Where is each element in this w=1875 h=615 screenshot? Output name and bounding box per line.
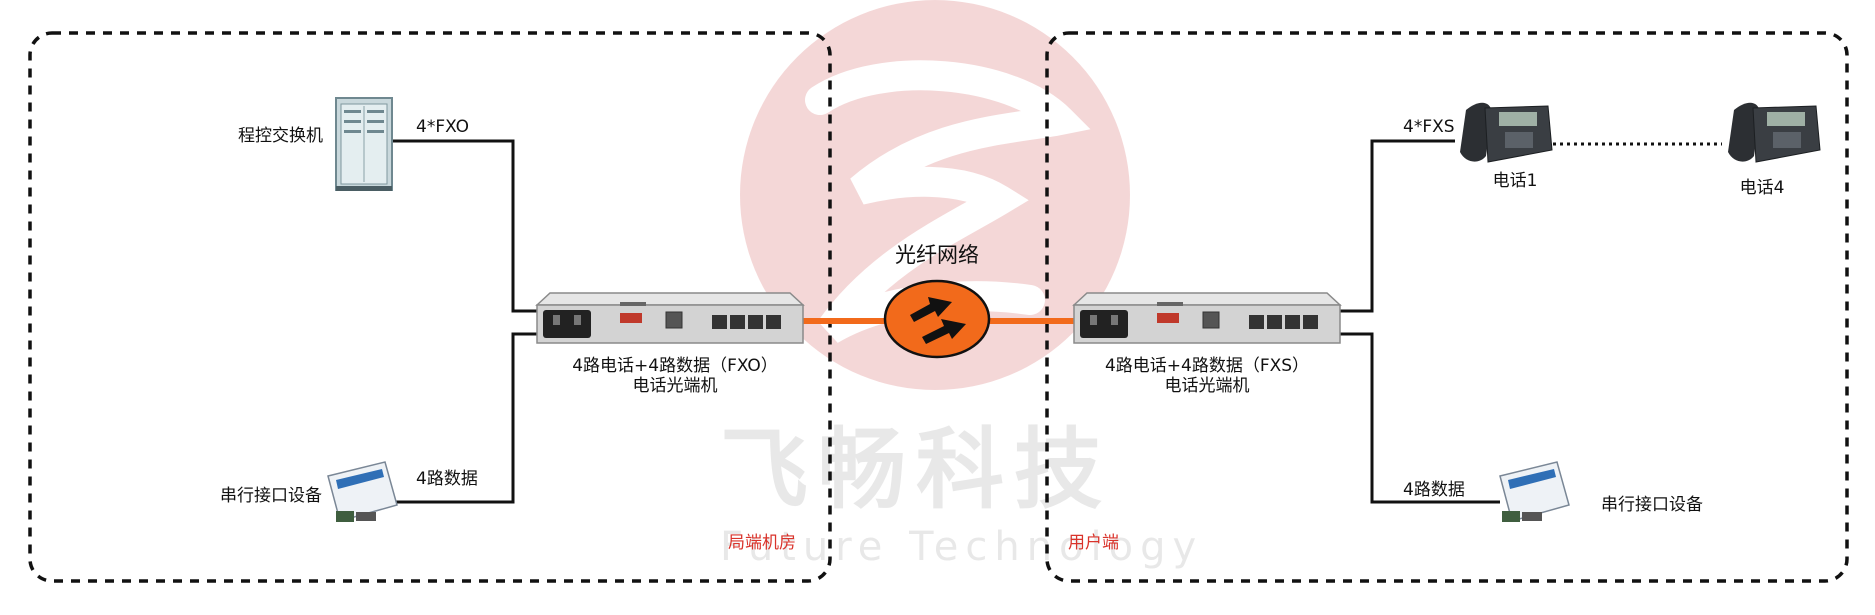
left-device-top — [535, 292, 805, 306]
left-zone-label: 局端机房 — [728, 533, 796, 553]
left-zone-border — [28, 31, 832, 583]
exchange-label: 程控交换机 — [238, 126, 323, 146]
wire-serial-right — [1340, 332, 1500, 504]
left-serial-port-label: 4路数据 — [416, 469, 478, 489]
watermark-en-text: Future Technology — [720, 524, 1203, 570]
phone-4-keypad — [1773, 132, 1801, 148]
right-optical-terminal — [1072, 292, 1342, 344]
cabinet-slot-4 — [367, 110, 384, 113]
left-serial-stripe — [336, 469, 384, 489]
right-fiber-port — [1202, 311, 1220, 329]
left-serial-terminal — [336, 511, 354, 522]
phone-1-handset — [1460, 102, 1492, 162]
right-rj-port-3 — [1285, 315, 1300, 329]
left-dip-switch — [620, 313, 642, 323]
right-zone-label: 用户端 — [1068, 533, 1119, 553]
cabinet-base — [336, 186, 392, 191]
left-led-row — [620, 302, 646, 306]
left-fiber-port — [665, 311, 683, 329]
left-power-socket — [543, 310, 591, 338]
right-serial-db9 — [1522, 512, 1542, 521]
right-socket-pin-2 — [1111, 315, 1118, 325]
right-serial-port-label: 4路数据 — [1403, 480, 1465, 500]
cabinet-slot-6 — [367, 130, 384, 133]
right-serial-terminal — [1502, 511, 1520, 522]
watermark-cn-text: 飞畅科技 — [720, 418, 1112, 521]
phone-4-screen — [1767, 112, 1805, 126]
right-serial-label: 串行接口设备 — [1601, 495, 1703, 515]
phone-1-label: 电话1 — [1493, 171, 1538, 191]
right-device-label-2: 电话光端机 — [1165, 376, 1250, 396]
arrow-icon-2 — [922, 319, 966, 344]
left-serial-device-icon — [327, 461, 398, 522]
exchange-port-label: 4*FXO — [416, 117, 469, 137]
right-rj-port-4 — [1303, 315, 1318, 329]
left-rj-port-2 — [730, 315, 745, 329]
right-device-label-1: 4路电话+4路数据（FXS） — [1105, 356, 1309, 376]
left-device-label-1: 4路电话+4路数据（FXO） — [572, 356, 778, 376]
right-dip-switch — [1157, 313, 1179, 323]
left-socket-pin-1 — [553, 315, 560, 325]
right-led-row — [1157, 302, 1183, 306]
wire-exchange — [393, 139, 537, 313]
right-rj-port-2 — [1267, 315, 1282, 329]
wire-phones — [1340, 139, 1455, 313]
phone-1-screen — [1499, 112, 1537, 126]
left-serial-db9 — [356, 512, 376, 521]
left-rj-port-3 — [748, 315, 763, 329]
right-serial-device-icon — [1499, 461, 1570, 522]
fiber-network-ellipse — [883, 279, 991, 359]
phone-4-handset — [1728, 102, 1760, 162]
exchange-cabinet-icon — [335, 97, 393, 191]
fiber-network-icon — [883, 279, 991, 359]
wire-serial-left — [393, 332, 537, 504]
fiber-network-label: 光纤网络 — [895, 243, 979, 267]
right-socket-pin-1 — [1090, 315, 1097, 325]
right-serial-stripe — [1508, 469, 1556, 489]
right-power-socket — [1080, 310, 1128, 338]
phone-port-label: 4*FXS — [1403, 117, 1455, 137]
cabinet-slot-2 — [344, 120, 361, 123]
phone-4-icon — [1728, 102, 1821, 163]
cabinet-slot-1 — [344, 110, 361, 113]
left-serial-label: 串行接口设备 — [220, 486, 322, 506]
cabinet-slot-3 — [344, 130, 361, 133]
left-rj-port-4 — [766, 315, 781, 329]
left-socket-pin-2 — [574, 315, 581, 325]
left-optical-terminal — [535, 292, 805, 344]
left-rj-port-1 — [712, 315, 727, 329]
right-rj-port-1 — [1249, 315, 1264, 329]
right-zone-border — [1045, 31, 1849, 583]
phone-1-keypad — [1505, 132, 1533, 148]
watermark-circle — [740, 0, 1130, 390]
left-device-label-2: 电话光端机 — [633, 376, 718, 396]
arrow-icon-1 — [910, 297, 952, 322]
phone-4-label: 电话4 — [1740, 178, 1785, 198]
right-device-top — [1072, 292, 1342, 306]
cabinet-slot-5 — [367, 120, 384, 123]
phone-1-icon — [1460, 102, 1553, 163]
